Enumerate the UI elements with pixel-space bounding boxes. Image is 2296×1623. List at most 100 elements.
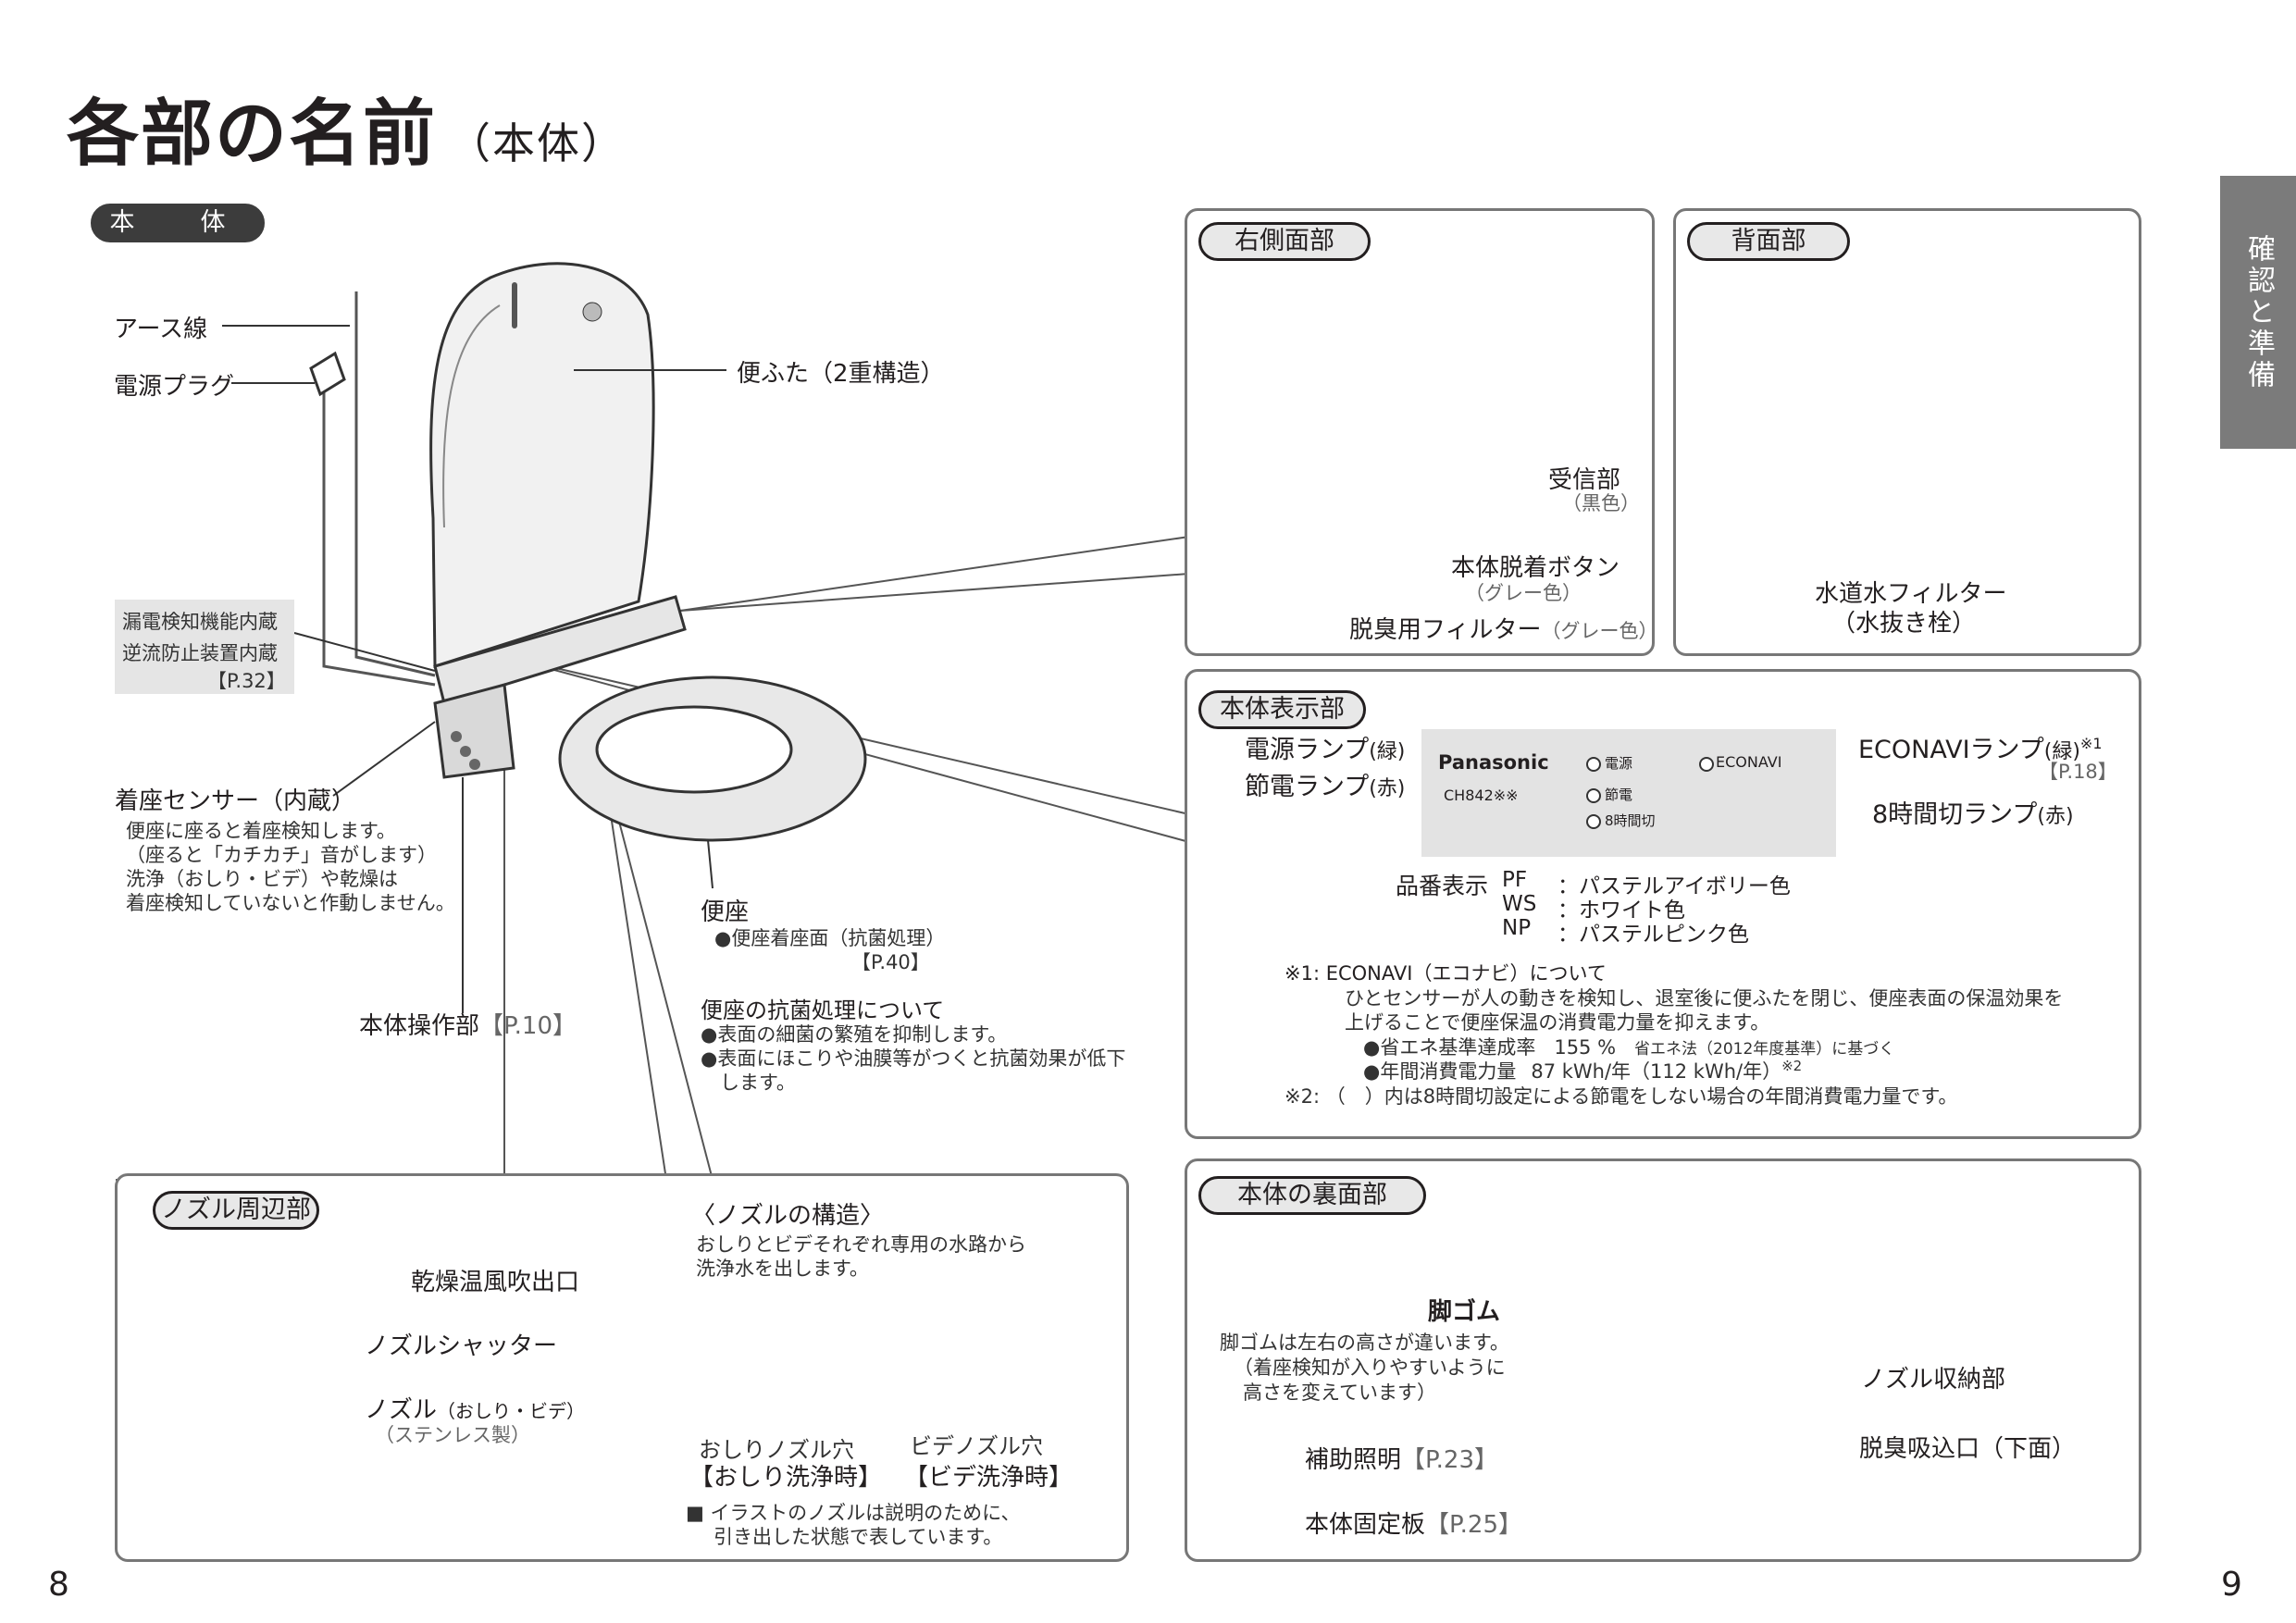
bullet-consumption: ●年間消費電力量 87 kWh/年（112 kWh/年）※2 <box>1363 1057 1802 1084</box>
model-label: 品番表示 <box>1396 873 1489 899</box>
econavi-lamp-label: ECONAVIランプ(緑)※1 <box>1858 729 2103 765</box>
note1-line1: ひとセンサーが人の動きを検知し、退室後に便ふたを閉じ、便座表面の保温効果を <box>1345 987 2064 1010</box>
page-number-left: 8 <box>48 1566 69 1604</box>
bidet-mode-label: 【ビデ洗浄時】 <box>904 1464 1074 1492</box>
bullet2-label: ●年間消費電力量 <box>1363 1060 1517 1083</box>
aux-light-label: 補助照明【P.23】 <box>1305 1441 1498 1475</box>
bullet1-label: ●省エネ基準達成率 <box>1363 1036 1536 1059</box>
bullet1-note: 省エネ法（2012年度基準）に基づく <box>1634 1040 1895 1059</box>
seat-note: ●便座着座面（抗菌処理） <box>714 927 946 949</box>
power-lamp-color: (緑) <box>1369 740 1406 763</box>
save-lamp-color: (赤) <box>1369 777 1406 800</box>
nozzle-label: ノズル（おしり・ビデ） <box>365 1391 585 1425</box>
drain-plug-label: （水抜き栓） <box>1831 610 1977 638</box>
timer-lamp-label: 8時間切ランプ(赤) <box>1872 794 2074 830</box>
power-lamp-dot <box>1586 757 1601 772</box>
antibacterial-title: 便座の抗菌処理について <box>701 997 945 1023</box>
detach-button-color: （グレー色） <box>1465 582 1582 604</box>
seat-sensor-line: （座ると「カチカチ」音がします） <box>126 844 437 866</box>
control-display-panel: Panasonic CH842※※ 電源 ECONAVI 節電 8時間切 <box>1421 729 1836 857</box>
note1-line2: 上げることで便座保温の消費電力量を抑えます。 <box>1345 1011 1770 1034</box>
antibacterial-line: します。 <box>701 1072 796 1094</box>
save-lamp-dot <box>1586 788 1601 803</box>
color-code: PF <box>1502 868 1528 892</box>
title-sub: （本体） <box>448 118 627 168</box>
side-tab: 確認と準備 <box>2220 176 2296 449</box>
structure-title: 〈ノズルの構造〉 <box>691 1202 885 1230</box>
rubber-note-line: 脚ゴムは左右の高さが違います。 <box>1220 1332 1509 1354</box>
power-plug-label: 電源プラグ <box>114 373 235 401</box>
seat-label: 便座 <box>701 898 750 926</box>
underside-panel: 本体の裏面部 脚ゴム 脚ゴムは左右の高さが違います。 （着座検知が入りやすいよう… <box>1185 1158 2141 1562</box>
nozzle-shutter-label: ノズルシャッター <box>365 1332 558 1360</box>
panel-model: CH842※※ <box>1444 787 1519 804</box>
fixing-plate-ref: 【P.25】 <box>1425 1511 1522 1539</box>
structure-desc: おしりとビデそれぞれ専用の水路から <box>696 1233 1026 1256</box>
oshiri-mode-label: 【おしり洗浄時】 <box>689 1464 883 1492</box>
note2: ※2: （ ）内は8時間切設定による節電をしない場合の年間消費電力量です。 <box>1285 1085 1958 1108</box>
title-main: 各部の名前 <box>67 93 438 176</box>
bidet-hole-label: ビデノズル穴 <box>910 1433 1043 1459</box>
deodor-filter-label: 脱臭用フィルター（グレー色） <box>1349 611 1657 645</box>
econavi-lamp-color: (緑) <box>2043 740 2080 763</box>
leak-box-line2: 逆流防止装置内蔵 <box>122 642 278 664</box>
earth-wire-label: アース線 <box>114 316 208 343</box>
color-name: ：パステルアイボリー色 <box>1558 874 1791 898</box>
fixing-plate-text: 本体固定板 <box>1305 1511 1426 1539</box>
water-filter-label: 水道水フィルター <box>1815 580 2007 608</box>
structure-desc: 洗浄水を出します。 <box>696 1258 869 1280</box>
nozzle-storage-label: ノズル収納部 <box>1861 1366 2006 1394</box>
oshiri-hole-label: おしりノズル穴 <box>699 1437 854 1463</box>
detach-button-label: 本体脱着ボタン <box>1451 554 1620 582</box>
nozzle-panel: ノズル周辺部 乾燥温風吹出口 ノズルシャッター ノズル（おしり・ビデ） （ステン… <box>115 1173 1129 1562</box>
bullet2-mark: ※2 <box>1781 1058 1803 1074</box>
save-lamp-text: 節電ランプ <box>1245 773 1370 801</box>
main-toilet-illustration <box>309 262 867 842</box>
rubber-note-line: 高さを変えています） <box>1243 1381 1436 1404</box>
control-unit-ref: 【P.10】 <box>479 1012 577 1040</box>
seat-sensor-line: 洗浄（おしり・ビデ）や乾燥は <box>126 868 398 890</box>
nozzle-material: （ステンレス製） <box>375 1424 530 1446</box>
econavi-lamp-mark: ※1 <box>2079 735 2103 752</box>
panel-econavi: ECONAVI <box>1716 753 1782 771</box>
seat-sensor-title: 着座センサー（内蔵） <box>115 787 356 815</box>
seat-sensor-line: 便座に座ると着座検知します。 <box>126 820 396 842</box>
power-lamp-text: 電源ランプ <box>1245 736 1370 764</box>
underside-title: 本体の裏面部 <box>1198 1176 1426 1215</box>
econavi-lamp-dot <box>1699 757 1714 772</box>
nozzle-title: ノズル周辺部 <box>153 1191 319 1230</box>
panel-power: 電源 <box>1605 755 1633 772</box>
color-name: ：パステルピンク色 <box>1558 923 1749 947</box>
illus-note-line: ■ イラストのノズルは説明のために、 <box>686 1502 1021 1524</box>
lid-label: 便ふた（2重構造） <box>737 360 945 388</box>
color-name: ：ホワイト色 <box>1558 898 1685 923</box>
note1-title: ※1: ECONAVI（エコナビ）について <box>1285 962 1607 985</box>
econavi-lamp-ref: 【P.18】 <box>2039 761 2117 783</box>
color-code: WS <box>1502 892 1537 916</box>
right-side-panel: 右側面部 受信部 （黒色） 本体脱着ボタン （グレー色） 脱臭用フィルター（グレ… <box>1185 208 1657 656</box>
fixing-plate-label: 本体固定板【P.25】 <box>1305 1505 1522 1540</box>
aux-light-text: 補助照明 <box>1305 1446 1402 1474</box>
panel-brand: Panasonic <box>1438 751 1549 774</box>
page-title: 各部の名前（本体） <box>67 76 626 180</box>
antibacterial-line: ●表面にほこりや油膜等がつくと抗菌効果が低下 <box>701 1047 1126 1070</box>
display-title: 本体表示部 <box>1198 690 1366 729</box>
seat-ref: 【P.40】 <box>851 951 930 973</box>
nozzle-sub: （おしり・ビデ） <box>437 1400 586 1422</box>
deodor-intake-label: 脱臭吸込口（下面） <box>1859 1435 2077 1463</box>
dryer-outlet-label: 乾燥温風吹出口 <box>411 1269 580 1296</box>
receiver-color: （黒色） <box>1562 492 1640 514</box>
nozzle-text: ノズル <box>365 1396 438 1424</box>
control-unit-text: 本体操作部 <box>359 1012 480 1040</box>
control-unit-label: 本体操作部【P.10】 <box>359 1007 577 1041</box>
callout-lines <box>116 536 1190 1181</box>
section-label-main: 本 体 <box>91 204 265 242</box>
bullet2-value: 87 kWh/年（112 kWh/年） <box>1531 1060 1782 1083</box>
leak-box-line1: 漏電検知機能内蔵 <box>122 611 278 633</box>
illus-note-line: 引き出した状態で表しています。 <box>714 1526 1003 1548</box>
deodor-filter-text: 脱臭用フィルター <box>1349 616 1542 644</box>
antibacterial-line: ●表面の細菌の繁殖を抑制します。 <box>701 1023 1008 1046</box>
color-code: NP <box>1502 916 1532 940</box>
back-title: 背面部 <box>1687 222 1850 261</box>
